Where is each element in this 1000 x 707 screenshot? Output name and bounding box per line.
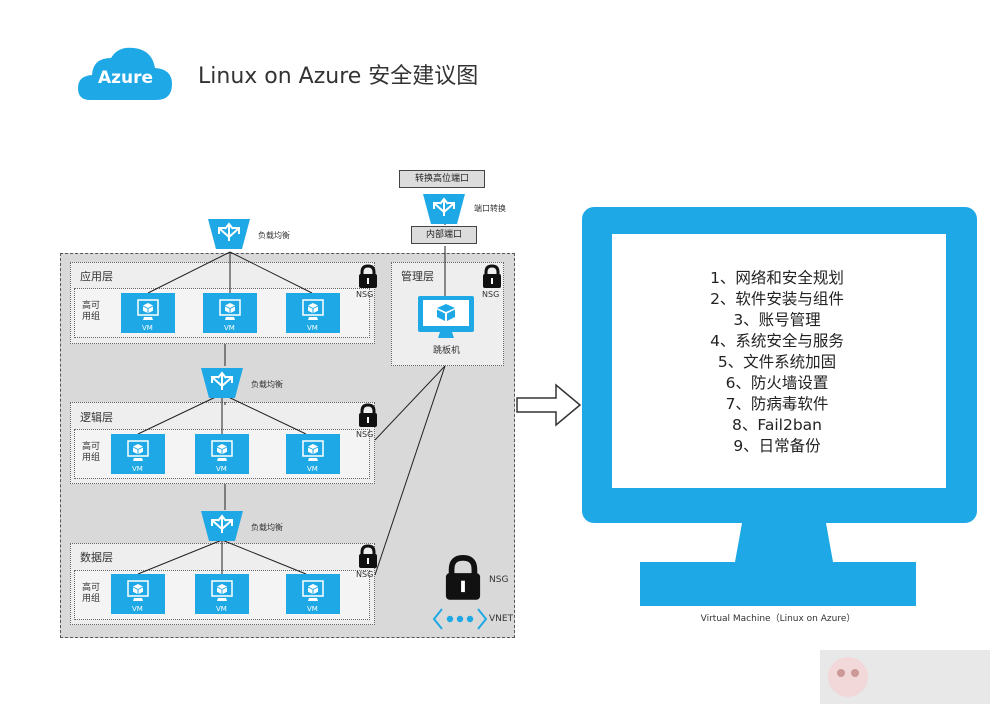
recommendation-item: 5、文件系统加固 [717,353,837,371]
internal-port-box: 内部端口 [411,226,477,244]
vm-label: VM [132,605,143,613]
recommendation-item: 2、软件安装与组件 [710,290,844,308]
lock-icon [446,558,480,600]
nsg-label: NSG [356,290,374,299]
lock-icon [481,264,503,290]
load-balancer-icon [200,510,244,542]
recommendation-item: 4、系统安全与服务 [710,332,844,350]
recommendation-item: 1、网络和安全规划 [710,269,844,287]
watermark-icon [820,650,990,704]
vnet-icon [432,608,488,630]
load-balancer-icon [207,218,251,250]
cloud-icon [78,47,172,100]
vm-label: VM [216,465,227,473]
recommendation-item: 6、防火墙设置 [725,374,829,392]
recommendation-item: 7、防病毒软件 [725,395,829,413]
monitor-caption: Virtual Machine（Linux on Azure） [700,614,856,624]
logo-text: Azure [98,68,154,88]
mgmt-layer-label: 管理层 [401,270,434,283]
arrow-icon [516,383,582,427]
recommendation-item: 8、Fail2ban [732,416,822,434]
lb-label: 负载均衡 [258,231,290,240]
lb-label: 负载均衡 [251,380,283,389]
lock-icon [357,544,379,570]
nsg-label: NSG [356,430,374,439]
nsg-label: NSG [482,290,500,299]
vm-label: VM [307,605,318,613]
high-port-box: 转换高位端口 [399,170,485,188]
lb-label: 负载均衡 [251,523,283,532]
app-layer-label: 应用层 [80,270,113,283]
recommendation-item: 3、账号管理 [733,311,821,329]
jumpbox-label: 跳板机 [433,346,461,356]
app-availability-label: 高可用组 [82,301,101,322]
load-balancer-icon [200,367,244,399]
page-title: Linux on Azure 安全建议图 [198,64,479,89]
logic-availability-label: 高可用组 [82,442,101,463]
lock-icon [357,403,379,429]
nsg-label: NSG [356,570,374,579]
vm-label: VM [224,324,235,332]
monitor-icon [582,207,977,606]
data-layer-label: 数据层 [80,551,113,564]
logic-layer-label: 逻辑层 [80,411,113,424]
vm-label: VM [216,605,227,613]
load-balancer-icon [422,193,466,225]
data-availability-label: 高可用组 [82,583,101,604]
recommendation-list: 1、网络和安全规划 2、软件安装与组件 3、账号管理 4、系统安全与服务 5、文… [612,268,942,457]
recommendation-item: 9、日常备份 [733,437,821,455]
vm-label: VM [307,465,318,473]
vm-label: VM [132,465,143,473]
vnet-nsg-label: NSG [489,575,509,585]
vm-label: VM [142,324,153,332]
vm-label: VM [307,324,318,332]
azure-logo: Azure [76,38,176,104]
port-forward-label: 端口转换 [474,204,506,213]
lock-icon [357,264,379,290]
jumpbox-monitor-icon [418,296,474,338]
vnet-label: VNET [489,614,514,624]
